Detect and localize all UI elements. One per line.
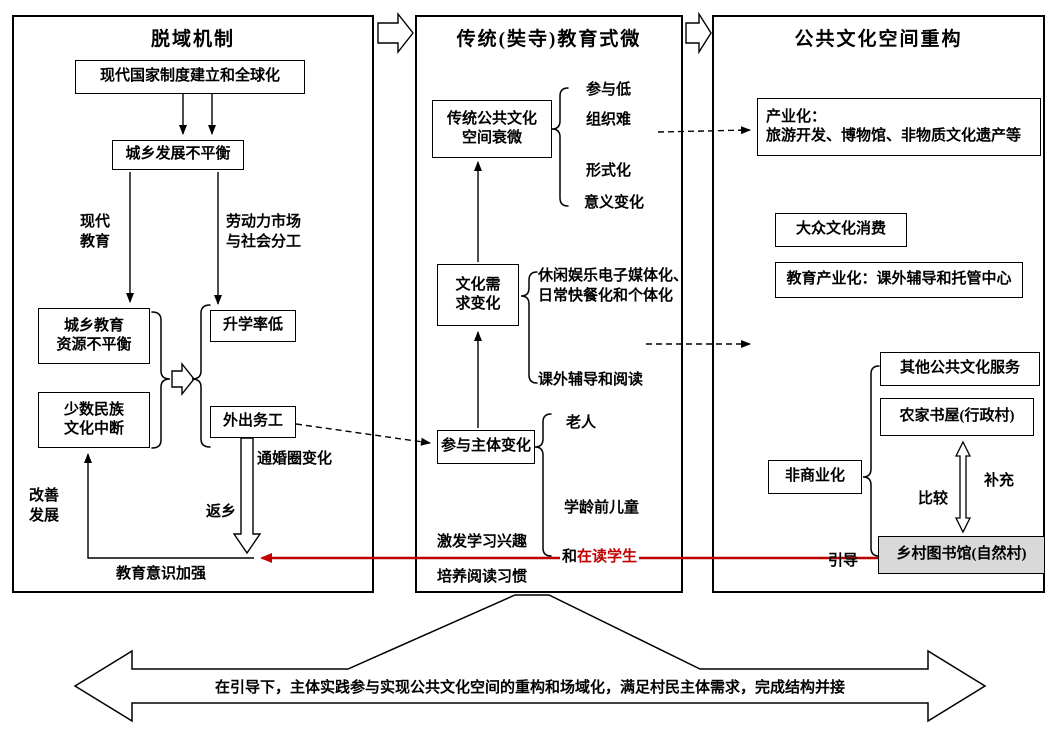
left-panel — [12, 15, 374, 593]
block-arrow-migrant-down — [232, 437, 262, 555]
dashed-arrow-decline-to-industrialization — [657, 126, 751, 135]
label-compare: 比较 — [918, 491, 949, 507]
brace-participant-items — [534, 413, 552, 557]
label-tutoring-reading: 课外辅导和阅读 — [538, 372, 644, 388]
label-cultivate-habit: 培养阅读习惯 — [437, 569, 528, 585]
label-improve-develop: 改善 发展 — [28, 488, 59, 525]
block-arrow-middle-to-right — [685, 11, 712, 55]
box-village-library: 乡村图书馆(自然村) — [878, 536, 1045, 574]
brace-decline-items — [551, 87, 569, 207]
label-marriage-circle-change: 通婚圈变化 — [257, 451, 333, 467]
box-participant-change: 参与主体变化 — [437, 430, 535, 464]
box-edu-resource-imbalance: 城乡教育 资源不平衡 — [38, 308, 150, 364]
box-urban-rural-imbalance: 城乡发展不平衡 — [112, 140, 244, 170]
bottom-statement: 在引导下，主体实践参与实现公共文化空间的重构和场域化，满足村民主体需求，完成结构… — [214, 680, 845, 696]
right-panel-title: 公共文化空间重构 — [794, 29, 963, 50]
label-formalization: 形式化 — [586, 163, 632, 179]
box-migrant-work: 外出务工 — [210, 406, 296, 438]
brace-left-causes — [151, 311, 171, 449]
label-edu-awareness: 教育意识加强 — [116, 566, 207, 582]
label-meaning-change: 意义变化 — [584, 195, 645, 211]
brace-left-effects — [191, 304, 211, 448]
label-supplement: 补充 — [984, 473, 1015, 489]
brace-demand-items — [520, 271, 538, 384]
arrow-feedback-improve — [84, 453, 254, 559]
label-enrolled-students-red: 在读学生 — [577, 549, 638, 565]
label-return-home: 返乡 — [206, 504, 237, 520]
block-double-arrow-bottom — [73, 594, 987, 723]
box-rural-bookhouse: 农家书屋(行政村) — [880, 398, 1034, 436]
label-enrolled-students: 和在读学生 — [560, 547, 640, 568]
label-elderly: 老人 — [566, 415, 597, 431]
middle-panel-title: 传统(奘寺)教育式微 — [456, 29, 642, 50]
double-arrow-compare-supplement — [954, 440, 972, 534]
label-preschool-children: 学龄前儿童 — [564, 500, 640, 516]
box-other-services: 其他公共文化服务 — [880, 352, 1040, 386]
block-arrow-causes-to-effects — [171, 362, 195, 396]
label-modern-education: 现代 教育 — [79, 214, 110, 251]
box-edu-industrialization: 教育产业化：课外辅导和托管中心 — [775, 262, 1023, 298]
dashed-arrow-migrant-to-participant — [295, 423, 431, 446]
label-leisure-media: 休闲娱乐电子媒体化、 日常快餐化和个体化 — [538, 268, 689, 305]
block-arrow-left-to-middle — [377, 11, 414, 55]
label-low-participation: 参与低 — [586, 82, 632, 98]
brace-non-commercial-items — [862, 365, 880, 557]
left-panel-title: 脱域机制 — [150, 29, 235, 50]
box-mass-culture: 大众文化消费 — [775, 213, 907, 247]
label-hard-organization: 组织难 — [586, 112, 632, 128]
box-industrialization: 产业化： 旅游开发、博物馆、非物质文化遗产等 — [757, 98, 1041, 156]
box-minority-culture-break: 少数民族 文化中断 — [38, 392, 150, 448]
label-stimulate-interest: 激发学习兴趣 — [437, 534, 528, 550]
label-guide: 引导 — [828, 553, 859, 569]
box-traditional-space-decline: 传统公共文化 空间衰微 — [432, 100, 552, 158]
box-cultural-demand-change: 文化需 求变化 — [437, 264, 519, 326]
label-and: 和 — [562, 549, 578, 565]
label-labor-market: 劳动力市场 与社会分工 — [226, 214, 302, 251]
box-non-commercial: 非商业化 — [768, 460, 862, 494]
box-modern-state-globalization: 现代国家制度建立和全球化 — [75, 60, 305, 94]
box-low-advancement: 升学率低 — [210, 310, 296, 342]
